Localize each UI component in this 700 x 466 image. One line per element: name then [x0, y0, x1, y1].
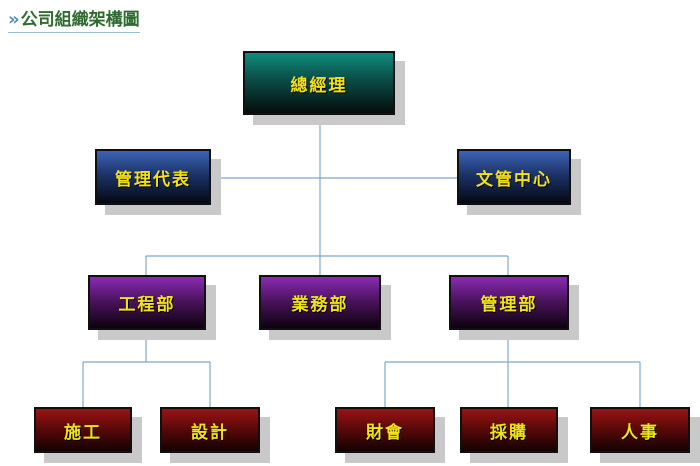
org-node-eng: 工程部: [88, 275, 206, 330]
org-node-label: 工程部: [118, 295, 176, 315]
org-node-rep: 管理代表: [95, 149, 211, 205]
chevron-right-icon: »: [8, 9, 20, 30]
org-node-label: 財會: [366, 422, 404, 443]
org-node-gm: 總經理: [243, 51, 395, 115]
org-node-mgmt: 管理部: [449, 275, 569, 330]
page-title: 公司組織架構圖: [20, 10, 140, 30]
org-node-label: 施工: [64, 422, 102, 443]
org-node-hr: 人事: [590, 407, 690, 453]
org-node-label: 管理代表: [115, 169, 191, 190]
section-heading: » 公司組織架構圖: [8, 10, 140, 33]
org-node-label: 採購: [490, 422, 528, 443]
org-node-purchase: 採購: [460, 407, 558, 453]
org-node-label: 管理部: [480, 295, 538, 315]
org-node-label: 業務部: [291, 295, 349, 315]
org-node-construct: 施工: [34, 407, 132, 453]
org-node-design: 設計: [160, 407, 260, 453]
org-node-label: 總經理: [290, 75, 348, 96]
org-node-label: 文管中心: [476, 169, 552, 190]
org-node-finance: 財會: [335, 407, 435, 453]
org-node-label: 設計: [191, 422, 229, 443]
org-node-biz: 業務部: [259, 275, 381, 330]
org-node-doc: 文管中心: [457, 149, 571, 205]
org-node-label: 人事: [621, 422, 659, 443]
